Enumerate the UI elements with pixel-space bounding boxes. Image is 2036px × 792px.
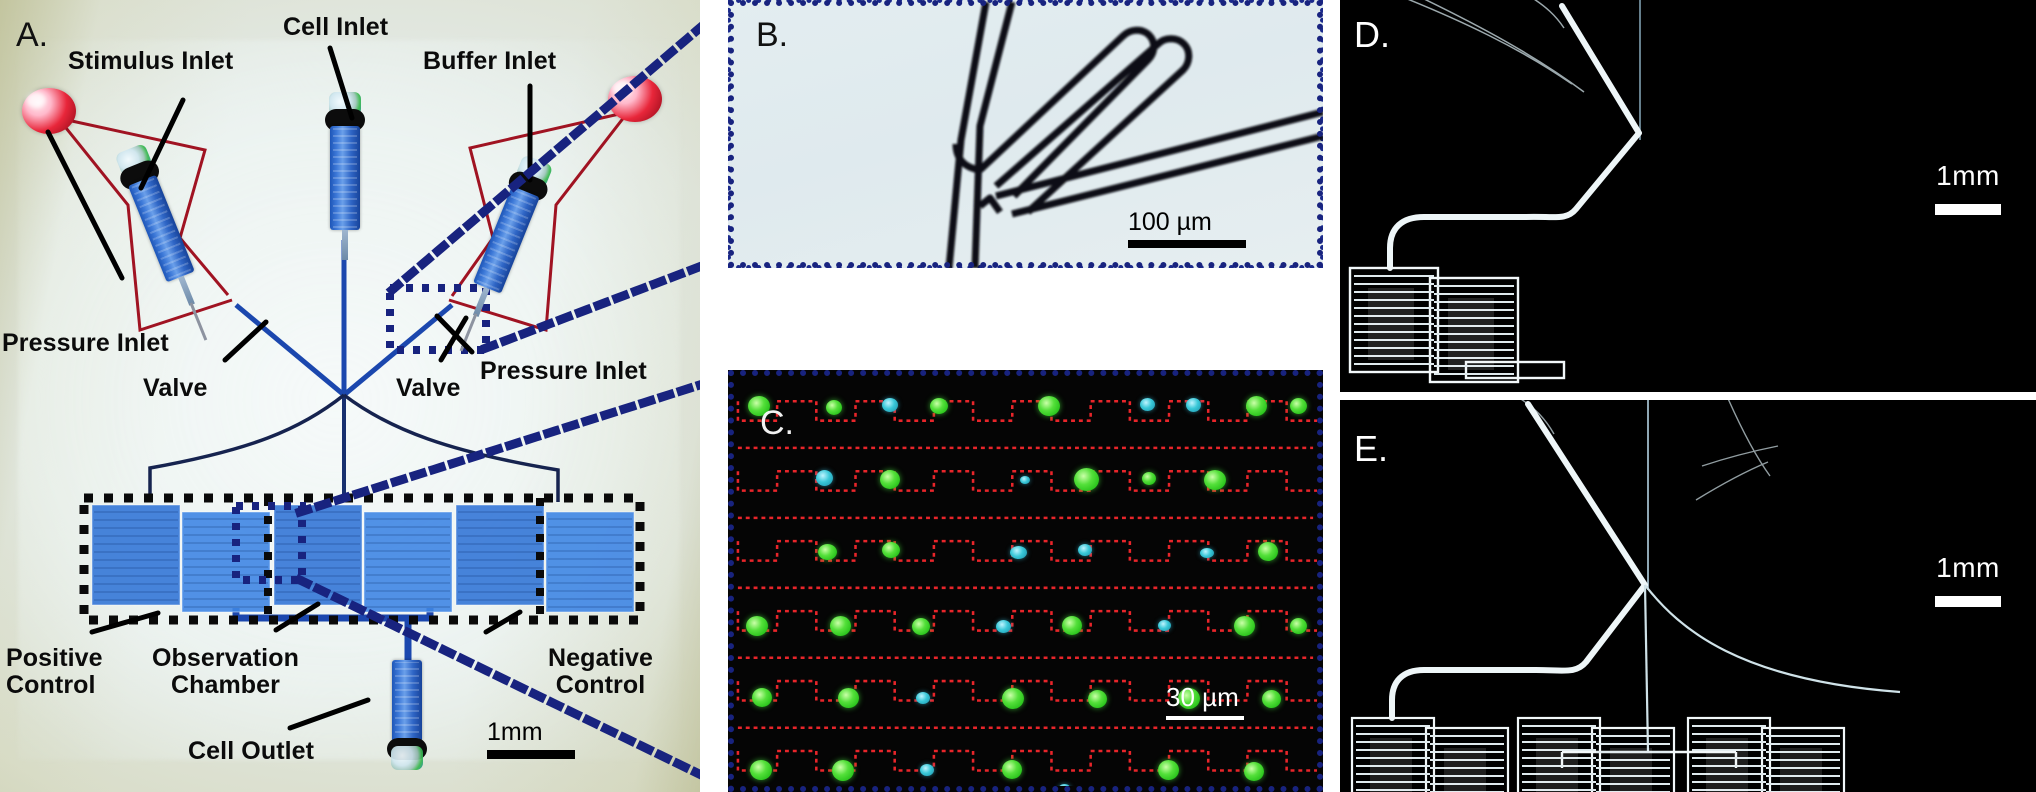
pressure-bead-left bbox=[22, 88, 76, 134]
trapped-cell-debris bbox=[1140, 398, 1155, 411]
syringe-tip bbox=[342, 230, 348, 260]
trapped-cell-debris bbox=[1010, 546, 1027, 559]
panel-a-scalebar-caption: 1mm bbox=[487, 718, 543, 746]
panel-b-scalebar-caption: 100 µm bbox=[1128, 208, 1212, 236]
trapped-cell-debris bbox=[816, 470, 833, 486]
panel-a-scalebar-bar bbox=[487, 750, 575, 759]
panel-d-scalebar: 1mm bbox=[1932, 160, 2004, 215]
label-stimulus-inlet: Stimulus Inlet bbox=[68, 47, 234, 75]
trapped-cell bbox=[752, 688, 772, 707]
panel-b-scalebar: 100 µm bbox=[1128, 208, 1246, 248]
panel-e-letter: E. bbox=[1354, 428, 1389, 469]
trapped-cell bbox=[1246, 396, 1267, 416]
panel-e-scalebar-bar bbox=[1935, 596, 2001, 607]
panel-d-letter: D. bbox=[1354, 14, 1390, 55]
trapped-cell bbox=[1002, 760, 1022, 779]
gutter-d-e bbox=[1340, 392, 2036, 400]
label-negative-control: Negative Control bbox=[548, 644, 654, 699]
trapped-cell bbox=[1258, 542, 1278, 561]
panel-c-scalebar: 30 µm bbox=[1166, 682, 1244, 720]
panel-c-trap-array bbox=[736, 399, 1317, 772]
label-buffer-inlet: Buffer Inlet bbox=[423, 47, 557, 75]
trapped-cell bbox=[1204, 470, 1226, 490]
trapped-cell bbox=[1062, 616, 1082, 635]
syringe-barrel bbox=[330, 126, 360, 230]
trapped-cell bbox=[1178, 688, 1200, 709]
trapped-cell bbox=[746, 616, 768, 636]
trapped-cell bbox=[1262, 690, 1281, 708]
gutter-bc bbox=[728, 268, 1323, 370]
trapped-cell bbox=[1158, 760, 1179, 780]
panel-a: A. Stimulus Inlet Cell Inlet Buffer Inle… bbox=[0, 0, 700, 792]
trapped-cell bbox=[882, 542, 900, 558]
trapped-cell bbox=[1142, 472, 1156, 485]
trapped-cell bbox=[1234, 616, 1255, 636]
trapped-cell-debris bbox=[1158, 620, 1171, 631]
panel-e-scalebar-caption: 1mm bbox=[1936, 552, 2000, 583]
trapped-cell-debris bbox=[1058, 784, 1071, 786]
label-valve-left: Valve bbox=[143, 374, 208, 402]
label-positive-control: Positive Control bbox=[6, 644, 103, 699]
trapped-cell bbox=[1088, 690, 1107, 708]
trapped-cell bbox=[832, 760, 854, 781]
panel-d-scalebar-caption: 1mm bbox=[1936, 160, 2000, 191]
panel-a-letter: A. bbox=[16, 16, 49, 54]
panel-b: B. 100 µm bbox=[726, 0, 1325, 270]
trapped-cell bbox=[880, 470, 900, 489]
panel-e-channel-mask bbox=[1350, 400, 1901, 792]
trapped-cell bbox=[1038, 396, 1060, 416]
trapped-cell bbox=[930, 398, 948, 414]
trapped-cell bbox=[1290, 618, 1307, 634]
panel-c-scalebar-bar bbox=[1166, 716, 1244, 720]
trapped-cell bbox=[838, 688, 859, 708]
trapped-cell-debris bbox=[1186, 398, 1201, 412]
panel-e-scalebar: 1mm bbox=[1932, 552, 2004, 607]
label-cell-outlet: Cell Outlet bbox=[188, 737, 315, 765]
panel-b-scalebar-bar bbox=[1128, 240, 1246, 248]
panel-d-scalebar-bar bbox=[1935, 204, 2001, 215]
trapped-cell-debris bbox=[1020, 476, 1030, 484]
panel-e-image bbox=[1340, 400, 2036, 792]
trapped-cell bbox=[750, 760, 772, 780]
panel-d-image bbox=[1340, 0, 2036, 392]
panel-c-image bbox=[734, 376, 1317, 786]
panel-d-channel-mask bbox=[1348, 0, 1642, 384]
trapped-cell-debris bbox=[1200, 548, 1214, 558]
trapped-cell-debris bbox=[996, 620, 1011, 633]
label-valve-right: Valve bbox=[396, 374, 461, 402]
trapped-cell-debris bbox=[882, 398, 898, 412]
trapped-cell bbox=[830, 616, 851, 636]
trapped-cell bbox=[1244, 762, 1264, 781]
trapped-cell bbox=[748, 396, 770, 416]
trapped-cell-debris bbox=[920, 764, 934, 776]
panel-b-valve-image bbox=[945, 1, 1324, 269]
trapped-cell bbox=[912, 618, 930, 635]
trapped-cell-debris bbox=[1078, 544, 1092, 556]
trapped-cell bbox=[818, 544, 837, 560]
panel-c-letter: C. bbox=[760, 404, 794, 442]
trapped-cell bbox=[1002, 688, 1024, 709]
panel-d: D. 1mm bbox=[1340, 0, 2036, 392]
panel-a-scalebar: 1mm bbox=[487, 718, 575, 759]
gutter-c-d bbox=[1323, 0, 1340, 792]
label-pressure-inlet-right: Pressure Inlet bbox=[480, 357, 647, 385]
gutter-a-b bbox=[700, 0, 728, 792]
label-pressure-inlet-left: Pressure Inlet bbox=[2, 329, 169, 357]
trapped-cell bbox=[826, 400, 842, 415]
trapped-cell-debris bbox=[916, 692, 930, 704]
panel-c-scalebar-caption: 30 µm bbox=[1166, 682, 1239, 712]
panel-c: C. 30 µm bbox=[728, 370, 1323, 792]
label-cell-inlet: Cell Inlet bbox=[283, 13, 389, 41]
syringe-collar-icon bbox=[325, 109, 365, 131]
trapped-cell bbox=[1290, 398, 1307, 414]
label-observation-chamber: Observation Chamber bbox=[152, 644, 299, 699]
panel-b-letter: B. bbox=[756, 16, 789, 54]
panel-e: E. 1mm bbox=[1340, 400, 2036, 792]
bead-highlight bbox=[26, 92, 46, 108]
trapped-cell bbox=[1074, 468, 1099, 491]
